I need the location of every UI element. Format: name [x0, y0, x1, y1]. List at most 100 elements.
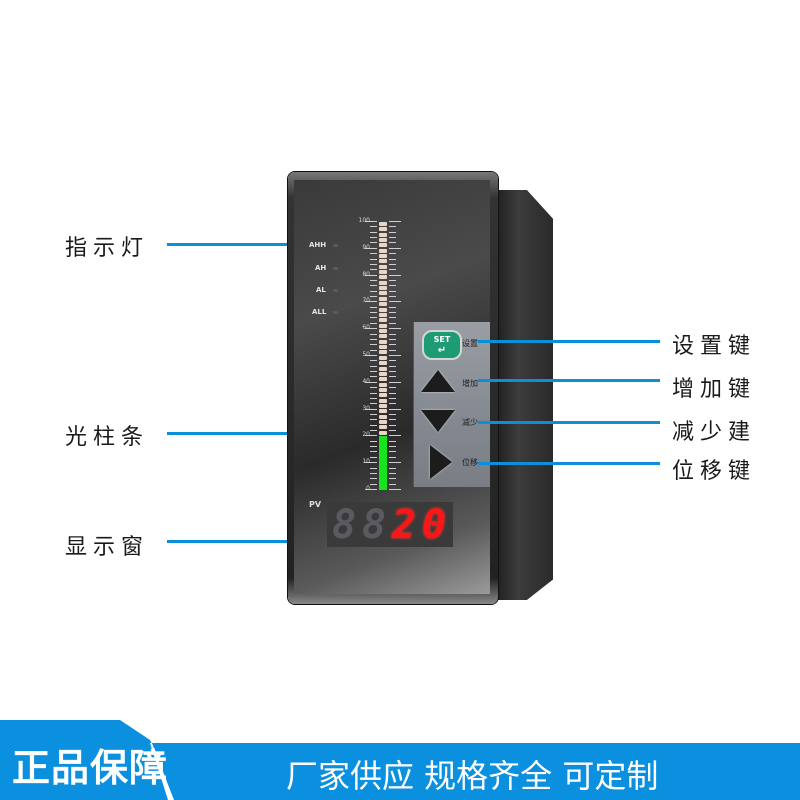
- scale-tick: [365, 221, 377, 222]
- device-side-housing: [495, 190, 553, 600]
- scale-tick: [389, 472, 396, 474]
- scale-label: 10: [354, 458, 370, 465]
- bar-segment-unlit: [379, 243, 387, 248]
- up-arrow-button[interactable]: [421, 370, 455, 392]
- scale-tick: [370, 419, 377, 421]
- leader-line-display: [167, 540, 397, 543]
- scale-tick: [370, 296, 377, 298]
- scale-tick: [370, 306, 377, 308]
- scale-tick: [370, 285, 377, 287]
- scale-tick: [389, 483, 396, 485]
- scale-tick: [389, 333, 396, 335]
- scale-tick: [370, 376, 377, 378]
- scale-tick: [370, 237, 377, 239]
- scale-tick: [370, 322, 377, 324]
- scale-tick: [365, 274, 377, 276]
- alarm-led-ah: [333, 267, 338, 270]
- bar-segment-unlit: [379, 430, 387, 435]
- scale-tick: [365, 462, 377, 464]
- down-key-caption: 减少: [462, 418, 478, 427]
- bar-segment-lit: [379, 468, 387, 475]
- scale-tick: [370, 451, 377, 453]
- scale-tick: [370, 472, 377, 474]
- bar-segment-unlit: [379, 414, 387, 419]
- scale-tick: [389, 312, 396, 314]
- bar-segment-unlit: [379, 398, 387, 403]
- scale-tick: [370, 253, 377, 255]
- banner-subtitle: 厂家供应 规格齐全 可定制: [286, 757, 659, 795]
- display-digit-3: 2: [391, 502, 417, 548]
- bar-segment-unlit: [379, 366, 387, 371]
- scale-tick: [365, 247, 377, 249]
- bar-segment-lit: [379, 457, 387, 464]
- bar-segment-unlit: [379, 420, 387, 425]
- alarm-led-all: [333, 311, 338, 314]
- scale-tick: [389, 269, 396, 271]
- leader-line-down: [478, 421, 660, 424]
- bar-segment-lit: [379, 479, 387, 485]
- bar-segment-unlit: [379, 275, 387, 280]
- scale-tick: [389, 408, 401, 410]
- bar-segment-lit: [379, 441, 387, 448]
- alarm-label-all: ALL: [312, 308, 327, 316]
- set-key-caption: 设置: [462, 339, 478, 348]
- scale-tick: [370, 258, 377, 260]
- scale-tick: [389, 424, 396, 426]
- callout-shift-key: 位移键: [672, 459, 757, 484]
- scale-tick: [389, 301, 401, 303]
- scale-label: 40: [354, 378, 370, 385]
- scale-label: 90: [354, 244, 370, 251]
- alarm-led-al: [333, 289, 338, 292]
- bar-segment-unlit: [379, 280, 387, 285]
- scale-tick: [370, 397, 377, 399]
- scale-tick: [389, 349, 396, 351]
- scale-tick: [370, 231, 377, 233]
- leader-line-indicator: [167, 243, 311, 246]
- scale-tick: [370, 333, 377, 335]
- scale-tick: [389, 489, 401, 490]
- scale-tick: [389, 467, 396, 469]
- bar-segment-unlit: [379, 253, 387, 258]
- set-button[interactable]: SET ↵: [422, 330, 462, 360]
- scale-tick: [370, 349, 377, 351]
- scale-tick: [365, 355, 377, 356]
- bar-segment-lit: [379, 484, 387, 491]
- shift-key-caption: 位移: [462, 458, 478, 467]
- bar-segment-unlit: [379, 264, 387, 269]
- scale-tick: [389, 403, 396, 405]
- scale-tick: [389, 253, 396, 255]
- scale-tick: [370, 440, 377, 442]
- down-arrow-button[interactable]: [421, 410, 455, 432]
- scale-tick: [370, 226, 377, 228]
- scale-tick: [389, 237, 396, 239]
- scale-tick: [389, 355, 401, 356]
- scale-tick: [389, 451, 396, 453]
- callout-down-key: 减少建: [672, 420, 757, 445]
- bar-segment-unlit: [379, 270, 387, 275]
- scale-tick: [389, 242, 396, 244]
- scale-label: 70: [354, 297, 370, 304]
- bar-segment-lit: [379, 473, 387, 480]
- display-digit-1: 8: [331, 502, 357, 548]
- pv-label: PV: [309, 500, 322, 509]
- scale-tick: [389, 226, 396, 228]
- bar-segment-unlit: [379, 318, 387, 323]
- scale-tick: [389, 263, 396, 265]
- scale-tick: [389, 371, 396, 373]
- banner-title: 正品保障: [12, 746, 169, 790]
- scale-tick: [365, 435, 377, 437]
- bar-segment-unlit: [379, 377, 387, 382]
- scale-tick: [389, 419, 396, 421]
- scale-tick: [389, 247, 401, 249]
- scale-tick: [389, 360, 396, 362]
- bar-segment-unlit: [379, 339, 387, 344]
- scale-tick: [389, 440, 396, 442]
- bar-segment-unlit: [379, 323, 387, 328]
- up-key-caption: 增加: [462, 379, 478, 388]
- shift-arrow-button[interactable]: [430, 445, 452, 479]
- scale-tick: [370, 317, 377, 319]
- scale-tick: [365, 489, 377, 490]
- alarm-label-ah: AH: [315, 264, 327, 272]
- scale-tick: [370, 413, 377, 415]
- scale-tick: [370, 424, 377, 426]
